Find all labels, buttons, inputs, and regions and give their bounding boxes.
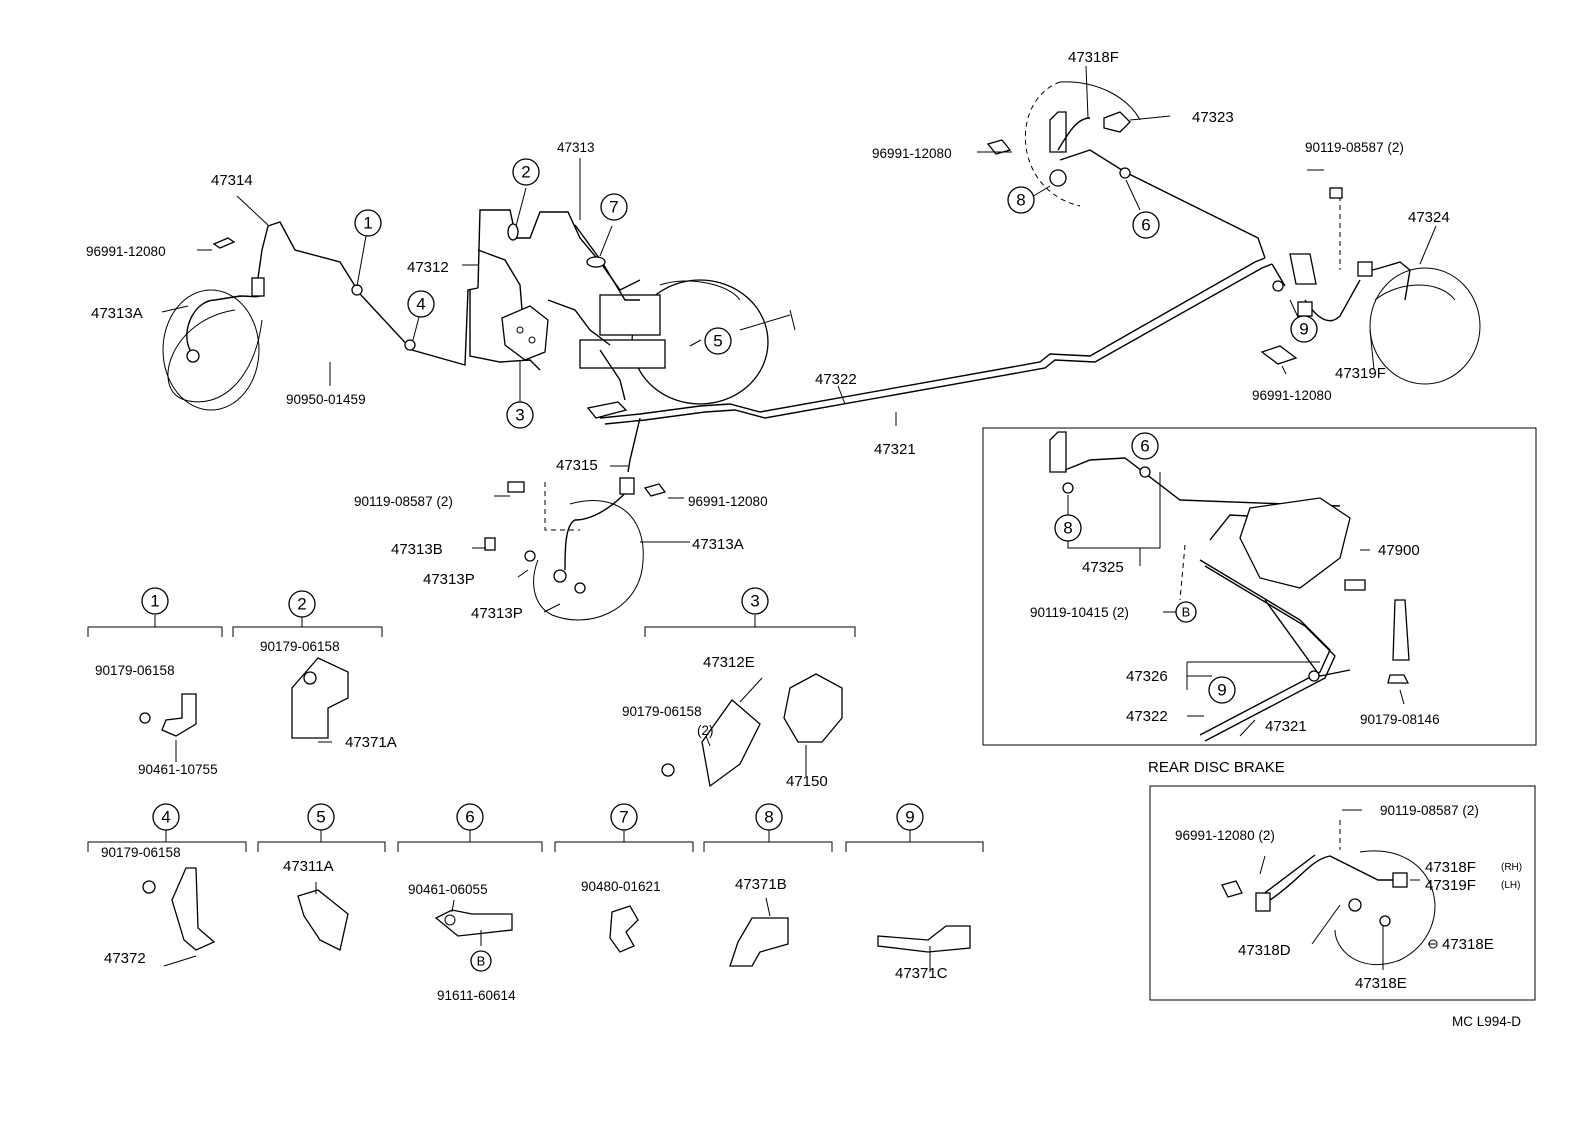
label-47311A: 47311A [283, 858, 334, 875]
marker-b-section6: B [477, 954, 486, 969]
diagram-code: MC L994-D [1452, 1014, 1521, 1029]
marker-b-inset: B [1182, 605, 1191, 620]
label-47318F-top: 47318F [1068, 49, 1119, 66]
label-90461-06055: 90461-06055 [408, 882, 488, 897]
label-90179-06158-1: 90179-06158 [95, 663, 175, 678]
label-47313: 47313 [557, 140, 595, 155]
section-marker-6: 6 [465, 808, 474, 827]
lspv-inset [982, 427, 1537, 746]
label-47900: 47900 [1378, 542, 1420, 559]
rear-disc-inset [1149, 785, 1536, 1001]
label-90480-01621: 90480-01621 [581, 879, 661, 894]
label-47321-a: 47321 [874, 441, 916, 458]
front-left-brake [162, 221, 479, 411]
label-47322-a: 47322 [815, 371, 857, 388]
label-47318D: 47318D [1238, 942, 1291, 959]
callout-7: 7 [609, 198, 618, 217]
callout-2: 2 [521, 163, 530, 182]
inset-callout-9: 9 [1217, 681, 1226, 700]
section-marker-5: 5 [316, 808, 325, 827]
section-marker-8: 8 [764, 808, 773, 827]
label-47314: 47314 [211, 172, 253, 189]
label-47318E-b: 47318E [1355, 975, 1407, 992]
inset-callout-6: 6 [1140, 437, 1149, 456]
label-96991-12080-e: 96991-12080 (2) [1175, 828, 1275, 843]
section-marker-1: 1 [150, 592, 159, 611]
label-47313B: 47313B [391, 541, 443, 558]
label-47312E: 47312E [703, 654, 755, 671]
label-rh: (RH) [1501, 862, 1522, 873]
leader-lines [161, 65, 1437, 972]
brake-booster [579, 279, 796, 405]
label-47324: 47324 [1408, 209, 1450, 226]
label-47326: 47326 [1126, 668, 1168, 685]
label-47315: 47315 [556, 457, 598, 474]
label-90179-06158-2: 90179-06158 [260, 639, 340, 654]
label-47313P-a: 47313P [423, 571, 475, 588]
line-markers [351, 167, 1284, 351]
label-90119-10415: 90119-10415 (2) [1030, 605, 1129, 620]
callout-5: 5 [713, 332, 722, 351]
front-right-brake [484, 477, 667, 621]
label-90119-08587-c: 90119-08587 (2) [1380, 803, 1479, 818]
label-90950-01459: 90950-01459 [286, 392, 366, 407]
section-marker-3: 3 [750, 592, 759, 611]
label-47313P-b: 47313P [471, 605, 523, 622]
label-47321-b: 47321 [1265, 718, 1307, 735]
label-47318E-a: 47318E [1442, 936, 1494, 953]
label-lh: (LH) [1501, 880, 1520, 891]
label-47371B: 47371B [735, 876, 787, 893]
proportioning-valve [501, 305, 549, 361]
section-marker-4: 4 [161, 808, 170, 827]
label-47371A: 47371A [345, 734, 397, 751]
label-47312: 47312 [407, 259, 449, 276]
label-90179-08146: 90179-08146 [1360, 712, 1440, 727]
callout-6: 6 [1141, 216, 1150, 235]
label-96991-12080-b: 96991-12080 [688, 494, 768, 509]
callout-1: 1 [363, 214, 372, 233]
label-90179-06158-4: 90179-06158 [101, 845, 181, 860]
label-90179-06158-3: 90179-06158 [622, 704, 702, 719]
rear-upper-right-brake [986, 81, 1481, 385]
callout-3: 3 [515, 406, 524, 425]
label-47323: 47323 [1192, 109, 1234, 126]
callout-markers: 1 2 3 4 5 6 7 8 9 1 2 3 4 5 6 7 8 9 6 8 … [141, 158, 1318, 972]
label-47322-b: 47322 [1126, 708, 1168, 725]
label-96991-12080-d: 96991-12080 [1252, 388, 1332, 403]
inset-callout-8: 8 [1063, 519, 1072, 538]
label-47319F-lh: 47319F [1425, 877, 1476, 894]
label-91611-60614: 91611-60614 [437, 988, 516, 1003]
label-90119-08587-b: 90119-08587 (2) [1305, 140, 1404, 155]
label-90179-qty: (2) [697, 723, 714, 738]
label-47313A-b: 47313A [692, 536, 744, 553]
section-marker-2: 2 [297, 595, 306, 614]
section-marker-7: 7 [619, 808, 628, 827]
label-96991-12080-a: 96991-12080 [86, 244, 166, 259]
label-47325: 47325 [1082, 559, 1124, 576]
label-47150: 47150 [786, 773, 828, 790]
callout-8: 8 [1016, 191, 1025, 210]
label-90461-10755: 90461-10755 [138, 762, 218, 777]
callout-4: 4 [416, 295, 425, 314]
sub-part-drawings [139, 657, 971, 967]
label-47319F-top: 47319F [1335, 365, 1386, 382]
label-96991-12080-c: 96991-12080 [872, 146, 952, 161]
section-brackets [87, 615, 984, 852]
label-90119-08587-a: 90119-08587 (2) [354, 494, 453, 509]
part-labels: 47314 96991-12080 47313A 90950-01459 473… [86, 49, 1522, 1029]
brake-lines-center [469, 149, 1286, 473]
label-47318F-rh: 47318F [1425, 859, 1476, 876]
label-47371C: 47371C [895, 965, 948, 982]
rear-disc-brake-title: REAR DISC BRAKE [1148, 759, 1285, 776]
label-47313A-a: 47313A [91, 305, 143, 322]
callout-9: 9 [1299, 320, 1308, 339]
label-47372: 47372 [104, 950, 146, 967]
section-marker-9: 9 [905, 808, 914, 827]
